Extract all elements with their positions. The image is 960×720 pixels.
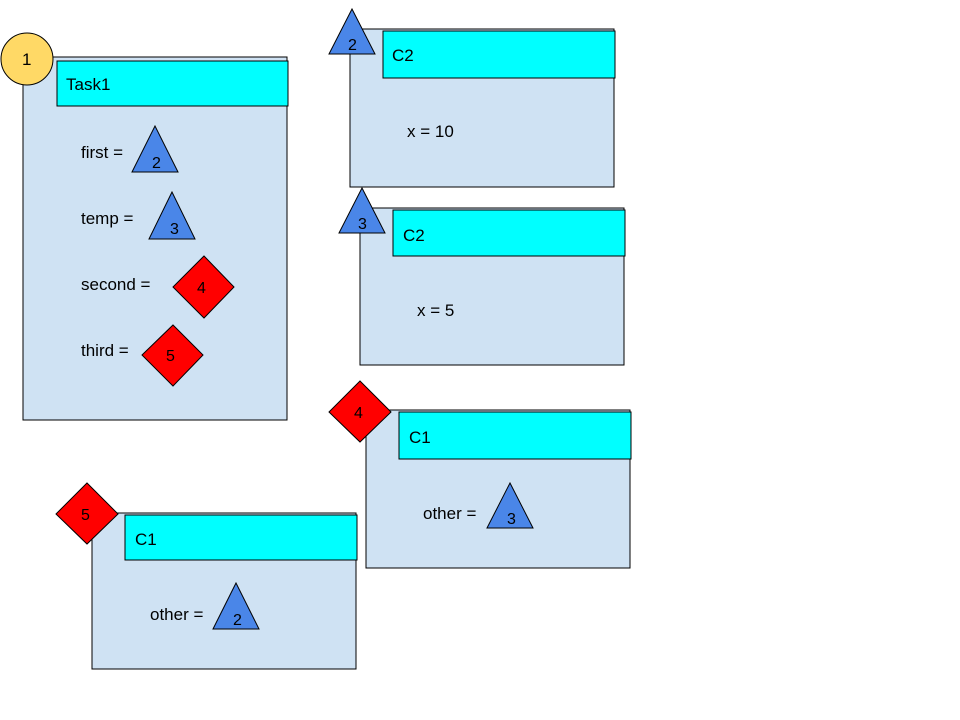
object-2-header	[382, 30, 616, 79]
ref-triangle-temp	[148, 190, 196, 240]
ref-triangle-first	[131, 124, 179, 173]
ref-triangle-temp-label: 3	[170, 221, 179, 238]
object-3-badge-triangle	[338, 186, 386, 234]
task-badge-label: 1	[22, 50, 31, 69]
object-2-badge-triangle	[328, 7, 376, 55]
object-4-title: C1	[409, 428, 431, 447]
object-4-badge-diamond	[328, 380, 392, 443]
task-field-label-temp: temp =	[81, 209, 134, 228]
object-4-badge-label: 4	[354, 405, 363, 422]
object-5-badge-diamond	[55, 482, 119, 545]
object-2-badge-label: 2	[348, 37, 357, 54]
object-5-title: C1	[135, 530, 157, 549]
object-4-ref-triangle	[486, 481, 534, 529]
object-3-header	[392, 209, 626, 257]
task-field-label-second: second =	[81, 275, 151, 294]
task-field-label-third: third =	[81, 341, 129, 360]
ref-diamond-third	[141, 324, 204, 387]
object-5-ref-triangle-label: 2	[233, 612, 242, 629]
ref-diamond-third-label: 5	[166, 348, 175, 365]
task-frame-header	[56, 60, 289, 107]
object-2-title: C2	[392, 46, 414, 65]
object-4-header	[398, 411, 632, 460]
object-4: C1 other = 3 4	[328, 380, 632, 569]
object-2: C2 x = 10 2	[328, 7, 616, 188]
ref-diamond-second-label: 4	[197, 280, 206, 297]
object-4-ref-triangle-label: 3	[507, 511, 516, 528]
object-5-header	[124, 514, 358, 561]
object-3-badge-label: 3	[358, 216, 367, 233]
object-3-field: x = 5	[417, 301, 454, 320]
object-5-ref-triangle	[212, 581, 260, 630]
object-3: C2 x = 5 3	[338, 186, 626, 366]
ref-triangle-first-label: 2	[152, 155, 161, 172]
task-field-label-first: first =	[81, 143, 123, 162]
task-badge-circle	[0, 32, 54, 86]
object-3-title: C2	[403, 226, 425, 245]
ref-diamond-second	[172, 255, 235, 319]
object-5-badge-label: 5	[81, 507, 90, 524]
task-frame-title: Task1	[66, 75, 110, 94]
object-2-field: x = 10	[407, 122, 454, 141]
object-4-field-label: other =	[423, 504, 476, 523]
object-5: C1 other = 2 5	[55, 482, 358, 670]
task-frame: Task1 1 first = 2 temp = 3 second = 4 th…	[0, 32, 289, 421]
object-5-field-label: other =	[150, 605, 203, 624]
